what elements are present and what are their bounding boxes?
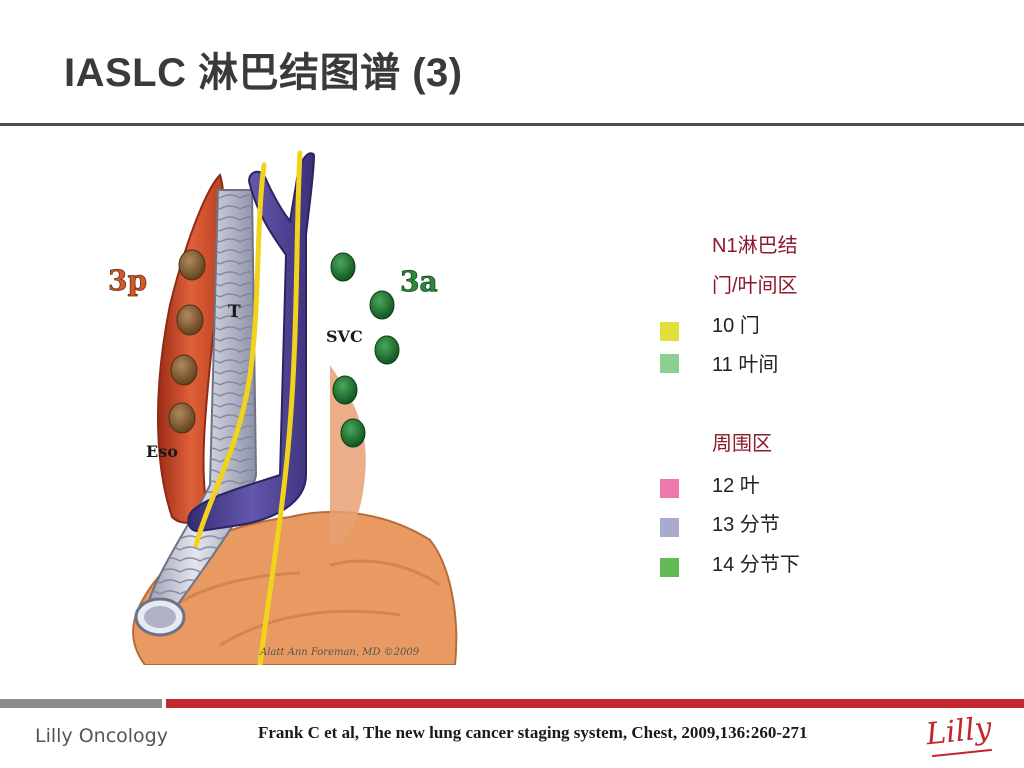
anatomy-illustration: 3p 3a T SVC Eso Alatt Ann Foreman, MD ©2… [100,145,470,668]
artist-signature: Alatt Ann Foreman, MD ©2009 [259,647,420,658]
slide-title: IASLC 淋巴结图谱 (3) [64,51,463,95]
title-divider [0,123,1024,126]
legend-swatch-11 [660,354,679,373]
legend-item-11: 11 叶间 [712,354,779,376]
lilly-logo-text: Lilly [924,710,994,753]
footer-bar-gray [0,699,162,708]
zone-3p-label: 3p [108,264,147,297]
legend-heading-hilar-interlobar: 门/叶间区 [712,275,798,297]
legend-item-12: 12 叶 [712,475,760,497]
zone-3a-label: 3a [400,265,438,298]
legend-item-13: 13 分节 [712,514,780,536]
brand-name: Lilly Oncology [35,725,168,747]
citation-text: Frank C et al, The new lung cancer stagi… [258,723,808,742]
legend-swatch-10 [660,322,679,341]
footer-bar-red [166,699,1024,708]
svc-label: SVC [326,327,363,346]
legend-swatch-12 [660,479,679,498]
legend-swatch-14 [660,558,679,577]
trachea-label: T [228,302,241,322]
legend-item-10: 10 门 [712,315,760,337]
legend-heading-n1: N1淋巴结 [712,235,798,257]
legend-swatch-13 [660,518,679,537]
lilly-logo: Lilly [920,710,1000,762]
legend-item-14: 14 分节下 [712,554,800,576]
legend-heading-peripheral: 周围区 [712,433,772,455]
esophagus-label: Eso [146,442,178,461]
